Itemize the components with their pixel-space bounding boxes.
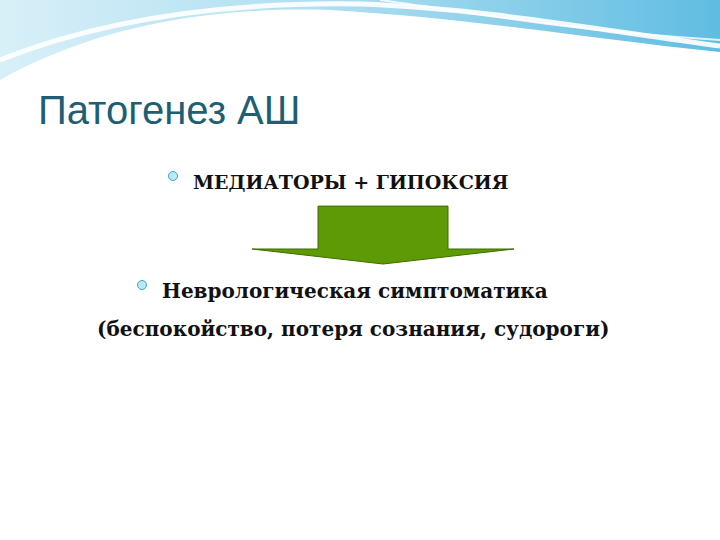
wave-band [0,0,720,80]
bullet-dot [168,171,178,181]
bullet-text: МЕДИАТОРЫ + ГИПОКСИЯ [193,164,508,200]
bullet-item: МЕДИАТОРЫ + ГИПОКСИЯ [193,164,508,200]
bullet-item: Неврологическая симптоматика (беспокойст… [97,272,675,348]
bullet-text: Неврологическая симптоматика (беспокойст… [97,272,675,348]
slide-title: Патогенез АШ [38,88,300,133]
wave-highlight [380,0,720,40]
block-arrow [252,206,514,264]
bullet-dot [137,280,147,290]
